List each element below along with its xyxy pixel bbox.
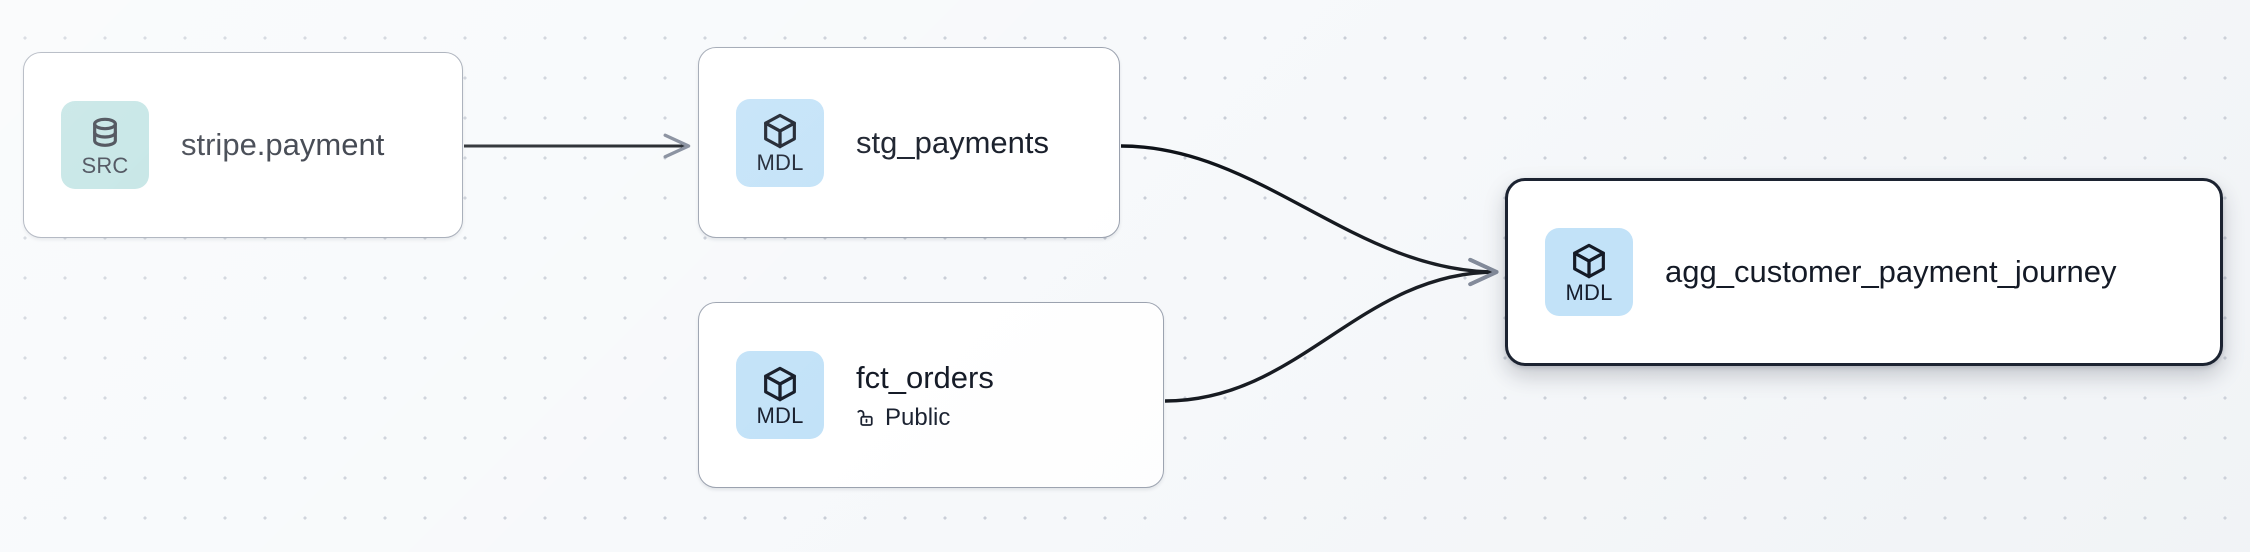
node-body: stripe.payment: [181, 126, 384, 164]
edge-fct-to-agg: [1164, 257, 1499, 403]
node-body: stg_payments: [856, 124, 1049, 162]
cube-icon: [764, 113, 796, 149]
node-title: agg_customer_payment_journey: [1665, 254, 2117, 289]
cube-icon: [764, 366, 796, 401]
badge-label: MDL: [756, 150, 804, 175]
node-title: stg_payments: [856, 124, 1049, 160]
model-type-badge: MDL: [736, 98, 824, 187]
lineage-node-agg-customer-payment-journey[interactable]: MDL agg_customer_payment_journey: [1505, 178, 2223, 366]
lineage-node-fct-orders[interactable]: MDL fct_orders Public: [698, 302, 1164, 488]
node-title: stripe.payment: [181, 127, 385, 162]
node-body: agg_customer_payment_journey: [1665, 253, 2117, 291]
model-type-badge: MDL: [736, 351, 824, 439]
badge-label: SRC: [81, 152, 129, 178]
node-title: fct_orders: [856, 359, 994, 395]
lineage-node-stg-payments[interactable]: MDL stg_payments: [698, 47, 1120, 238]
unlock-icon: [857, 409, 873, 426]
model-type-badge: MDL: [1545, 228, 1633, 316]
cube-icon: [1573, 243, 1605, 278]
badge-label: MDL: [1565, 279, 1613, 305]
lineage-node-stripe-payment[interactable]: SRC stripe.payment: [23, 52, 463, 238]
visibility-label: Public: [885, 403, 951, 431]
node-visibility: Public: [856, 404, 994, 432]
source-type-badge: SRC: [61, 101, 149, 189]
node-body: fct_orders Public: [856, 359, 994, 432]
edge-stg-to-agg: [1120, 144, 1499, 287]
badge-label: MDL: [756, 402, 804, 428]
database-icon: [93, 117, 117, 147]
